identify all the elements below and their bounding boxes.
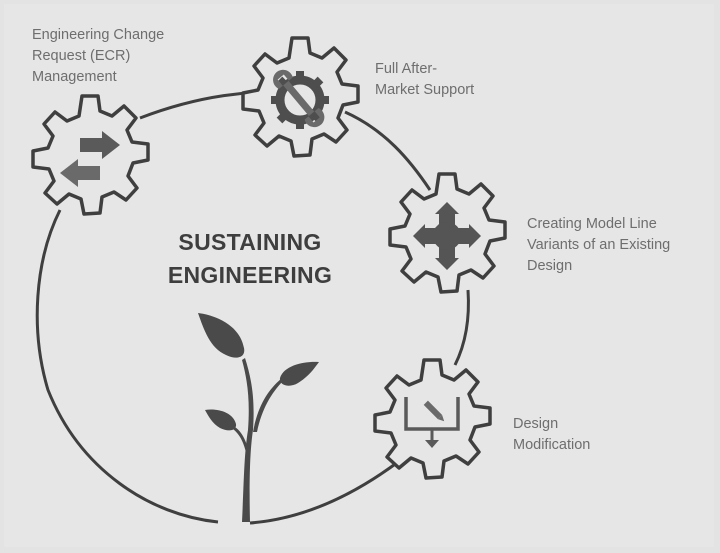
title-line-2: ENGINEERING: [167, 262, 333, 288]
title-line-1: SUSTAINING: [178, 229, 322, 255]
four-way-arrows-icon: [413, 202, 481, 270]
label-ecr: Engineering Change Request (ECR) Managem…: [32, 27, 165, 85]
swap-arrows-icon: [60, 131, 120, 187]
gear-variants: [388, 172, 507, 294]
label-variants: Creating Model Line Variants of an Exist…: [527, 216, 671, 274]
label-aftermarket: Full After- Market Support: [375, 61, 475, 98]
sprout-plant-icon: [198, 313, 319, 522]
diagram-title: SUSTAINING ENGINEERING: [150, 226, 350, 292]
gear-modification: [373, 358, 492, 480]
gear-ecr: [31, 94, 150, 216]
wrench-gear-icon: [271, 69, 329, 129]
gear-aftermarket: [241, 36, 360, 158]
label-modification: Design Modification: [513, 416, 591, 453]
